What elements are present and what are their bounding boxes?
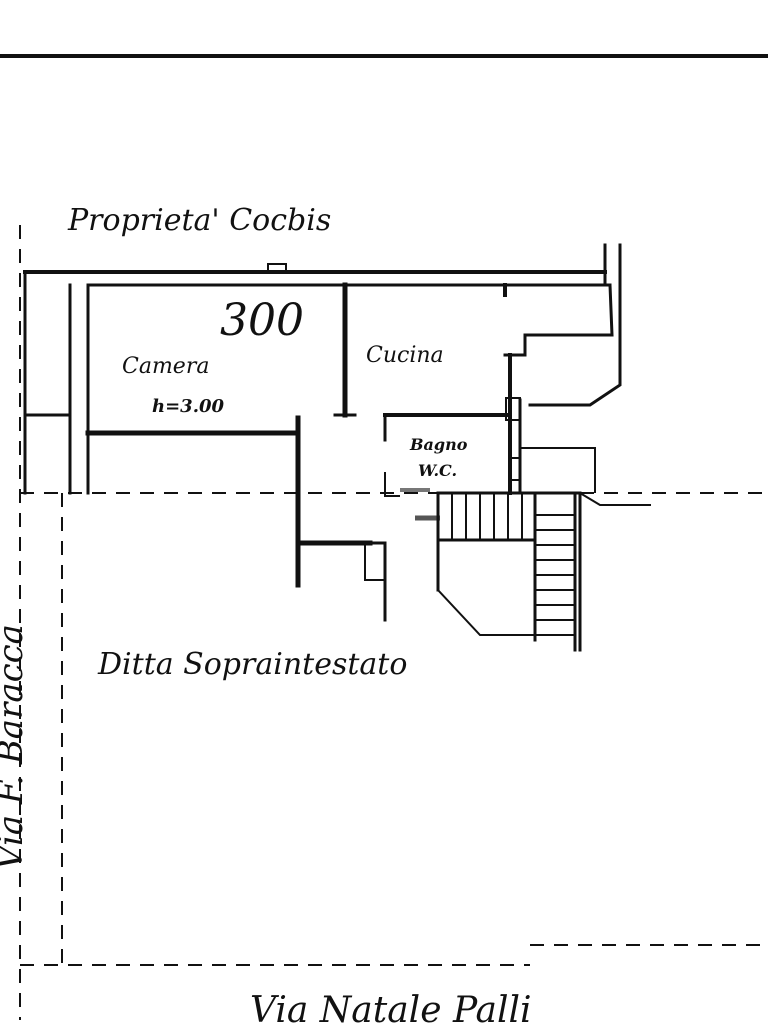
property-boundary	[19, 225, 768, 1020]
bagno-label: Bagno	[409, 435, 468, 454]
street-west-label: Via F. Baracca	[0, 624, 31, 870]
owner-south-label: Ditta Sopraintestato	[97, 647, 407, 682]
camera-label: Camera	[122, 354, 209, 379]
staircase	[436, 491, 651, 652]
building-walls	[23, 243, 622, 495]
wc-label: W.C.	[418, 461, 457, 480]
street-south-label: Via Natale Palli	[250, 990, 532, 1024]
interior-walls	[85, 282, 596, 622]
owner-north-label: Proprieta' Cocbis	[67, 203, 331, 238]
camera-height-label: h=3.00	[152, 396, 224, 417]
cucina-label: Cucina	[366, 343, 444, 368]
dimension-label: 300	[220, 295, 304, 346]
